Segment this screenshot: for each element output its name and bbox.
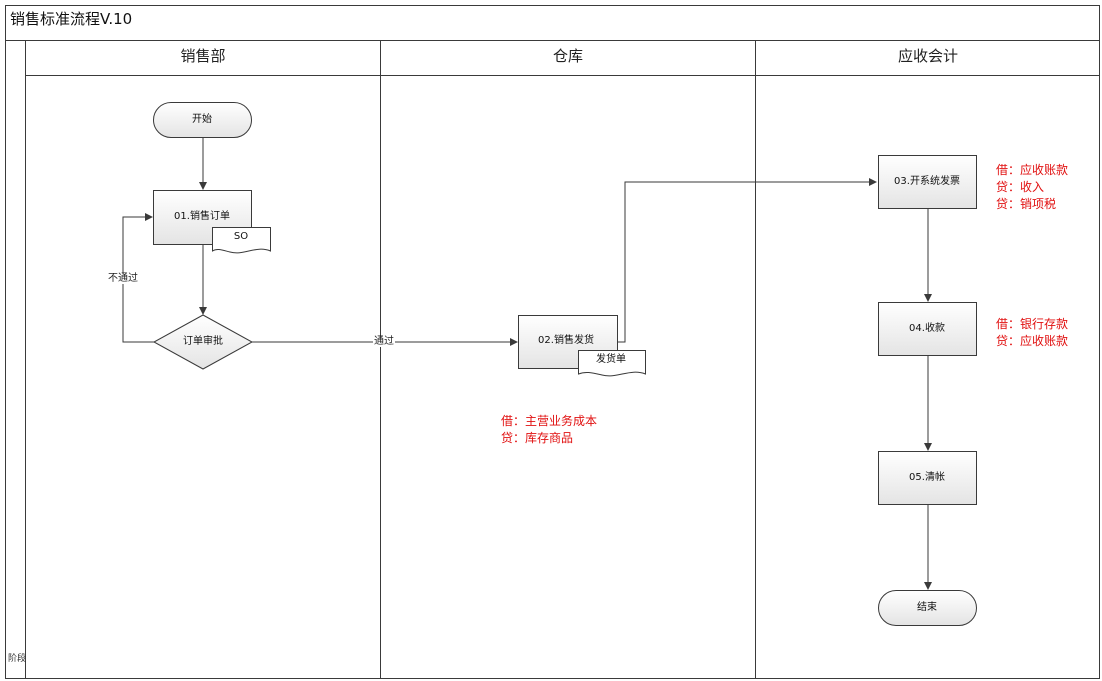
sales-order-label: 01.销售订单: [174, 211, 230, 222]
accounting-line: 借：主营业务成本: [501, 414, 598, 428]
invoice-process: [878, 155, 977, 209]
receipt-process: [878, 302, 977, 356]
accounting-line: 贷：收入: [996, 180, 1045, 194]
stage-column-label: 阶段: [8, 654, 27, 664]
reject-edge-label: 不通过: [107, 273, 139, 284]
so-doc-label: SO: [233, 231, 249, 242]
so-document-shape: [212, 227, 271, 254]
receipt-accounting-entries: 借：银行存款 贷：应收账款: [996, 316, 1068, 350]
accounting-line: 贷：应收账款: [996, 334, 1069, 348]
end-terminator: [878, 590, 977, 626]
invoice-accounting-entries: 借：应收账款 贷：收入 贷：销项税: [996, 162, 1068, 213]
clear-label: 05.清帐: [909, 472, 945, 483]
approve-edge-label: 通过: [373, 336, 395, 347]
order-review-decision: [152, 314, 254, 370]
ship-label: 02.销售发货: [538, 335, 594, 346]
lane-header-warehouse: 仓库: [552, 47, 584, 65]
start-label: 开始: [192, 114, 212, 125]
diagram-border: [5, 5, 1100, 679]
edge-ship-to-invoice: [618, 178, 877, 343]
ship-accounting-entries: 借：主营业务成本 贷：库存商品: [501, 413, 597, 447]
start-terminator: [153, 102, 252, 138]
order-review-label: 订单审批: [183, 336, 223, 347]
receipt-label: 04.收款: [909, 323, 945, 334]
diagram-title: 销售标准流程V.10: [10, 10, 133, 28]
lane-header-sales: 销售部: [180, 47, 226, 65]
clear-process: [878, 451, 977, 505]
accounting-line: 借：应收账款: [996, 163, 1069, 177]
end-label: 结束: [917, 602, 937, 613]
accounting-line: 借：银行存款: [996, 317, 1069, 331]
ship-doc-label: 发货单: [596, 354, 626, 365]
accounting-line: 贷：库存商品: [501, 431, 574, 445]
invoice-label: 03.开系统发票: [894, 176, 960, 187]
lane-header-receivables: 应收会计: [897, 47, 959, 65]
accounting-line: 贷：销项税: [996, 197, 1057, 211]
ship-document-shape: [578, 350, 646, 377]
